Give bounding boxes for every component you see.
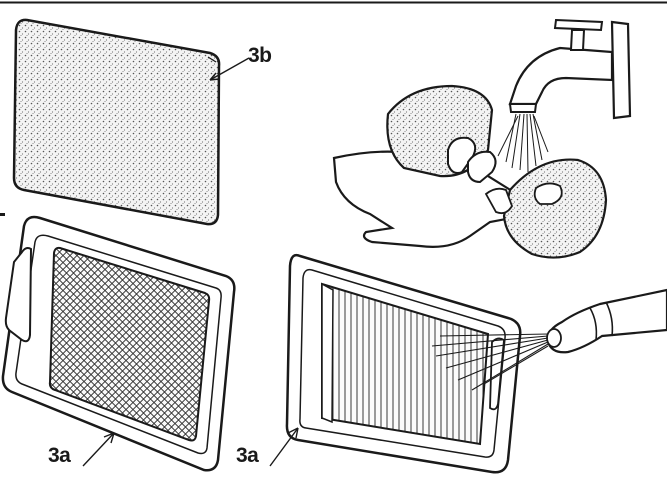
- water-stream-icon: [497, 113, 549, 173]
- foam-filter-element: [1, 215, 236, 472]
- faucet-icon: [508, 18, 632, 120]
- callout-3a-left-label: 3a: [48, 444, 71, 467]
- paper-filter-element: [269, 253, 522, 474]
- foam-prefilter: [12, 18, 250, 226]
- callout-3b-label: 3b: [248, 44, 272, 67]
- hands-icon: [332, 84, 608, 259]
- air-jet-icon: [431, 333, 549, 391]
- margin-mark: [0, 213, 5, 216]
- callout-3a-right-label: 3a: [236, 444, 259, 467]
- air-nozzle-icon: [546, 288, 667, 354]
